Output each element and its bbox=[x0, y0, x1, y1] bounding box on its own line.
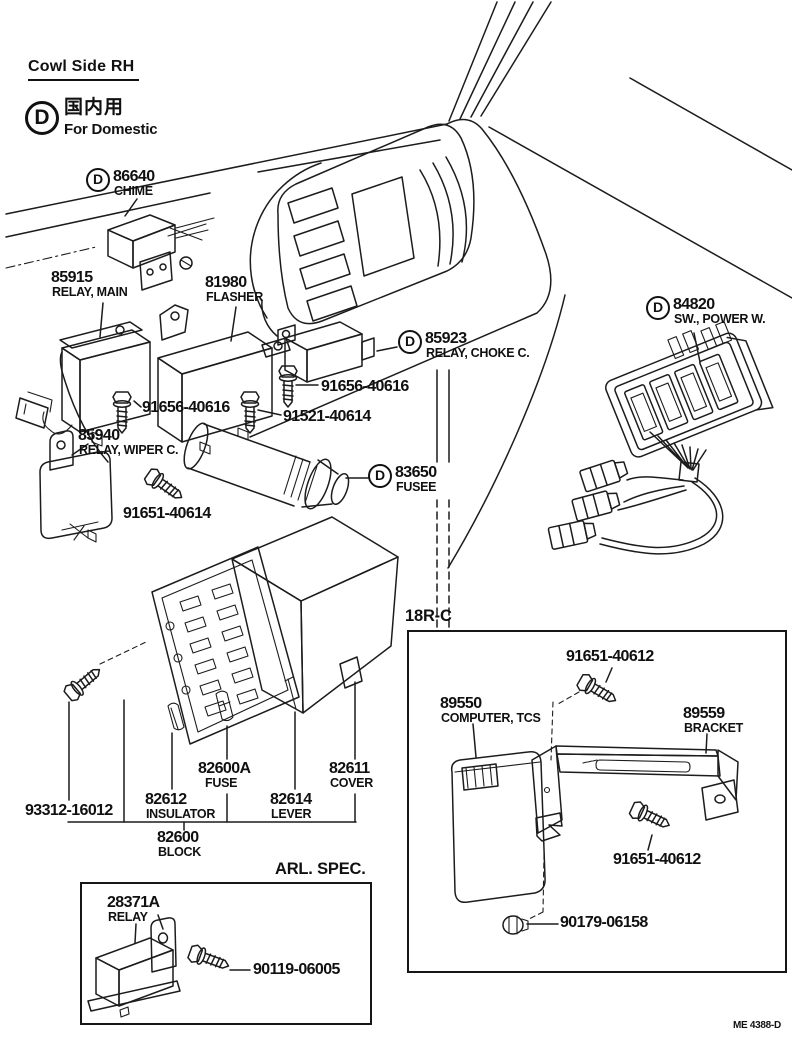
label-relay-arl: 28371A RELAY bbox=[107, 894, 160, 925]
part-name: COVER bbox=[330, 776, 373, 791]
label-relay-wiper: 85940 RELAY, WIPER C. bbox=[78, 427, 179, 458]
domestic-legend: D 国内用 For Domestic bbox=[25, 92, 158, 138]
computer-drawing bbox=[450, 691, 580, 921]
label-bolt-91521: 91521-40614 bbox=[283, 408, 371, 425]
part-number: 91651-40614 bbox=[123, 505, 211, 522]
part-name: COMPUTER, TCS bbox=[441, 711, 541, 726]
part-number: 82614 bbox=[270, 791, 312, 808]
label-bolt-90119: 90119-06005 bbox=[253, 961, 340, 978]
part-number: 82611 bbox=[329, 760, 370, 777]
label-grommet: 90179-06158 bbox=[560, 914, 648, 931]
label-screw-93312: 93312-16012 bbox=[25, 802, 113, 819]
label-fusee: D 83650 FUSEE bbox=[368, 464, 437, 495]
part-name: RELAY, MAIN bbox=[52, 285, 128, 300]
footer-code: ME 4388-D bbox=[733, 1020, 781, 1031]
legend-kanji: 国内用 bbox=[64, 97, 125, 118]
part-name: FUSE bbox=[205, 776, 238, 791]
grommet-drawing bbox=[502, 915, 529, 935]
part-number: 93312-16012 bbox=[25, 802, 113, 819]
label-lever: 82614 LEVER bbox=[270, 791, 312, 822]
label-block: 82600 BLOCK bbox=[157, 829, 201, 860]
part-number: 89550 bbox=[440, 695, 482, 712]
label-bracket: 89559 BRACKET bbox=[683, 705, 743, 736]
domestic-marker-icon: D bbox=[368, 464, 392, 488]
part-number: 85923 bbox=[425, 330, 467, 347]
part-number: 83650 bbox=[395, 464, 437, 481]
part-number: 91656-40616 bbox=[142, 399, 230, 416]
domestic-marker-icon: D bbox=[398, 330, 422, 354]
part-number: 90119-06005 bbox=[253, 961, 340, 978]
part-number: 85940 bbox=[78, 427, 120, 444]
part-number: 84820 bbox=[673, 296, 715, 313]
page-title: Cowl Side RH bbox=[28, 58, 140, 81]
arl-relay-drawing bbox=[87, 917, 181, 1018]
bracket-drawing bbox=[531, 745, 739, 834]
section-label-18rc: 18R-C bbox=[405, 607, 452, 625]
part-number: 81980 bbox=[205, 274, 247, 291]
label-cover: 82611 COVER bbox=[329, 760, 373, 791]
label-chime: D 86640 CHIME bbox=[86, 168, 155, 199]
part-name: BLOCK bbox=[158, 845, 201, 860]
choke-relay-drawing bbox=[277, 321, 375, 383]
part-number: 91656-40616 bbox=[321, 378, 409, 395]
part-name: RELAY, WIPER C. bbox=[79, 443, 179, 458]
reference-lines bbox=[436, 369, 450, 629]
part-name: LEVER bbox=[271, 807, 312, 822]
part-name: RELAY bbox=[108, 910, 148, 925]
domestic-marker-icon: D bbox=[86, 168, 110, 192]
chime-drawing bbox=[107, 214, 215, 291]
label-insulator: 82612 INSULATOR bbox=[145, 791, 215, 822]
part-number: 85915 bbox=[51, 269, 93, 286]
section-box-18rc bbox=[407, 630, 787, 973]
part-number: 82600 bbox=[157, 829, 199, 846]
dashboard-drawing bbox=[5, 1, 792, 569]
leader-lines bbox=[71, 198, 708, 971]
part-number: 82612 bbox=[145, 791, 187, 808]
label-fuse: 82600A FUSE bbox=[198, 760, 251, 791]
part-name: SW., POWER W. bbox=[674, 312, 766, 327]
legend-text: For Domestic bbox=[64, 121, 158, 138]
part-number: 28371A bbox=[107, 894, 160, 911]
flasher-drawing bbox=[157, 304, 291, 455]
label-bolt-91651-40614: 91651-40614 bbox=[123, 505, 211, 522]
fusible-link-drawing bbox=[183, 422, 350, 510]
part-name: CHIME bbox=[114, 184, 153, 199]
label-bolt-91651-top: 91651-40612 bbox=[566, 648, 654, 665]
part-name: RELAY, CHOKE C. bbox=[426, 346, 530, 361]
label-bolt-91656-left: 91656-40616 bbox=[142, 399, 230, 416]
leader-bracket bbox=[67, 681, 357, 831]
part-name: FLASHER bbox=[206, 290, 263, 305]
part-name: INSULATOR bbox=[146, 807, 216, 822]
part-name: BRACKET bbox=[684, 721, 744, 736]
part-number: 89559 bbox=[683, 705, 725, 722]
part-name: FUSEE bbox=[396, 480, 437, 495]
power-window-switch-drawing bbox=[547, 321, 774, 555]
fuse-block-drawing bbox=[67, 516, 399, 831]
label-flasher: 81980 FLASHER bbox=[205, 274, 263, 305]
section-box-arl-spec bbox=[80, 882, 372, 1025]
part-number: 90179-06158 bbox=[560, 914, 648, 931]
part-number: 91651-40612 bbox=[566, 648, 654, 665]
part-number: 82600A bbox=[198, 760, 251, 777]
label-computer: 89550 COMPUTER, TCS bbox=[440, 695, 541, 726]
label-relay-choke: D 85923 RELAY, CHOKE C. bbox=[398, 330, 530, 361]
label-bolt-91651-bottom: 91651-40612 bbox=[613, 851, 701, 868]
section-label-arl-spec: ARL. SPEC. bbox=[275, 860, 366, 878]
label-bolt-91656-right: 91656-40616 bbox=[321, 378, 409, 395]
part-number: 86640 bbox=[113, 168, 155, 185]
part-number: 91651-40612 bbox=[613, 851, 701, 868]
domestic-marker-icon: D bbox=[646, 296, 670, 320]
wiper-relay-drawing bbox=[39, 430, 113, 543]
label-sw-power-window: D 84820 SW., POWER W. bbox=[646, 296, 766, 327]
part-number: 91521-40614 bbox=[283, 408, 371, 425]
label-relay-main: 85915 RELAY, MAIN bbox=[51, 269, 128, 300]
domestic-marker-icon: D bbox=[25, 101, 59, 135]
